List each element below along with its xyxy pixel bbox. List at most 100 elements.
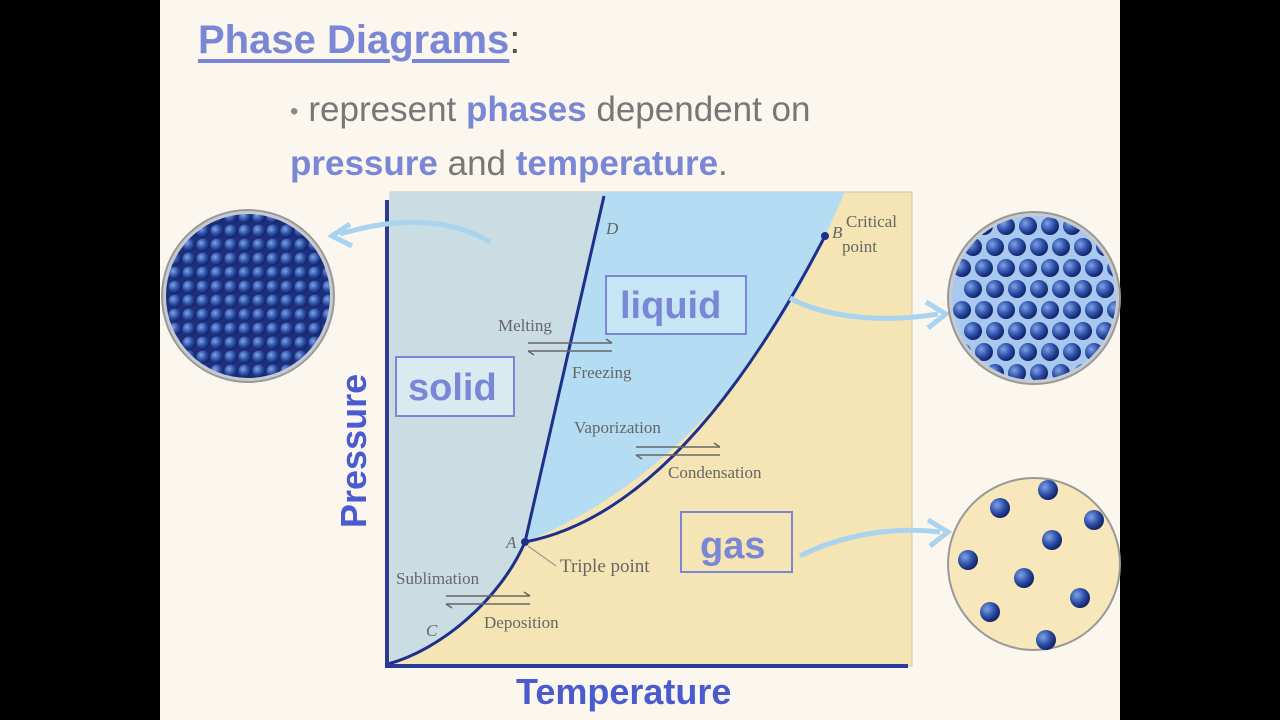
point-b: B <box>832 223 843 242</box>
point-a: A <box>505 533 517 552</box>
liquid-particle <box>1085 301 1103 319</box>
liquid-particle <box>997 343 1015 361</box>
liquid-particle <box>1052 238 1070 256</box>
sublimation-deposition-arrows <box>445 591 531 609</box>
critical-point-marker <box>821 232 829 240</box>
liquid-particle <box>1118 322 1136 340</box>
liquid-particle <box>975 301 993 319</box>
gas-particle <box>1084 510 1104 530</box>
liquid-particle <box>1063 259 1081 277</box>
liquid-particle <box>1041 259 1059 277</box>
bullet-word-4: pressure <box>290 143 438 183</box>
title-colon: : <box>509 18 521 62</box>
liquid-particle <box>1063 301 1081 319</box>
liquid-particle <box>1019 259 1037 277</box>
sublimation-curve <box>387 541 527 666</box>
gas-particle <box>990 498 1010 518</box>
liquid-particle <box>1074 280 1092 298</box>
liquid-particle <box>964 364 982 380</box>
solid-particles-image <box>161 209 335 383</box>
liquid-particle <box>1052 322 1070 340</box>
critical-label-1: Critical <box>846 212 897 231</box>
y-axis-title: Pressure <box>333 374 374 528</box>
liquid-particle <box>1030 280 1048 298</box>
bullet-point: •represent phases dependent on pressure … <box>290 84 1050 190</box>
melting-label: Melting <box>498 316 552 335</box>
liquid-particle <box>964 280 982 298</box>
liquid-particle <box>1019 301 1037 319</box>
liquid-particle <box>1063 343 1081 361</box>
sublimation-label: Sublimation <box>396 569 480 588</box>
liquid-particle <box>1118 364 1136 382</box>
liquid-particle <box>986 280 1004 298</box>
liquid-particle <box>1030 364 1048 380</box>
liquid-particle <box>1052 280 1070 298</box>
liquid-particle <box>1041 217 1059 235</box>
liquid-particle <box>975 343 993 361</box>
liquid-label: liquid <box>620 285 721 327</box>
liquid-particle <box>1074 322 1092 340</box>
liquid-particle <box>1074 238 1092 256</box>
liquid-particle <box>997 301 1015 319</box>
triple-point-leader <box>527 545 557 567</box>
liquid-particle <box>1041 301 1059 319</box>
liquid-particle <box>1096 280 1114 298</box>
liquid-particle <box>1041 343 1059 361</box>
liquid-particle <box>1030 322 1048 340</box>
liquid-label-box <box>605 275 747 335</box>
bullet-word-2: phases <box>466 90 587 129</box>
solid-region <box>390 192 604 664</box>
liquid-particle <box>986 238 1004 256</box>
liquid-particle <box>1085 259 1103 277</box>
solid-label-box <box>395 356 515 417</box>
slide-title: Phase Diagrams: <box>198 18 520 63</box>
solid-pointer-arrow <box>327 219 492 249</box>
gas-particle <box>1038 480 1058 500</box>
gas-particle <box>980 602 1000 622</box>
liquid-particle <box>1118 238 1136 256</box>
liquid-particle <box>953 217 971 235</box>
liquid-particle <box>975 259 993 277</box>
liquid-particle <box>1008 280 1026 298</box>
bullet-word-3: dependent on <box>596 90 811 129</box>
melting-freezing-arrows <box>527 338 613 356</box>
liquid-particle <box>986 322 1004 340</box>
liquid-particle <box>1107 343 1116 361</box>
bullet-word-1: represent <box>308 90 457 129</box>
liquid-particle <box>1107 301 1116 319</box>
liquid-particle <box>1008 238 1026 256</box>
liquid-particle <box>1030 238 1048 256</box>
gas-particle <box>958 550 978 570</box>
critical-label-2: point <box>842 237 877 256</box>
bullet-word-6: temperature <box>515 143 719 183</box>
vaporization-condensation-arrows <box>635 442 721 460</box>
liquid-particle <box>953 301 971 319</box>
vaporization-label: Vaporization <box>574 418 661 437</box>
title-text: Phase Diagrams <box>198 18 510 62</box>
point-c: C <box>426 621 438 640</box>
solid-label: solid <box>408 367 497 409</box>
liquid-pointer-arrow <box>788 295 951 330</box>
liquid-particle <box>964 322 982 340</box>
triple-point-label: Triple point <box>560 556 650 577</box>
deposition-label: Deposition <box>484 613 559 632</box>
liquid-particle <box>997 259 1015 277</box>
bullet-dot-icon: • <box>290 97 299 125</box>
liquid-particle <box>1107 217 1116 235</box>
point-d: D <box>605 219 619 238</box>
bullet-word-5: and <box>447 143 507 183</box>
gas-pointer-arrow <box>798 517 953 559</box>
gas-particle <box>1070 588 1090 608</box>
gas-particle <box>1014 568 1034 588</box>
gas-label-box <box>680 511 793 573</box>
liquid-particle <box>1096 364 1114 380</box>
melting-curve <box>523 195 606 543</box>
bullet-word-7: . <box>718 143 728 183</box>
liquid-particles-image <box>947 211 1136 385</box>
triple-point-marker <box>521 538 529 546</box>
liquid-particle <box>1008 322 1026 340</box>
liquid-particle <box>1019 217 1037 235</box>
condensation-label: Condensation <box>668 463 762 482</box>
gas-particle <box>1036 630 1056 650</box>
